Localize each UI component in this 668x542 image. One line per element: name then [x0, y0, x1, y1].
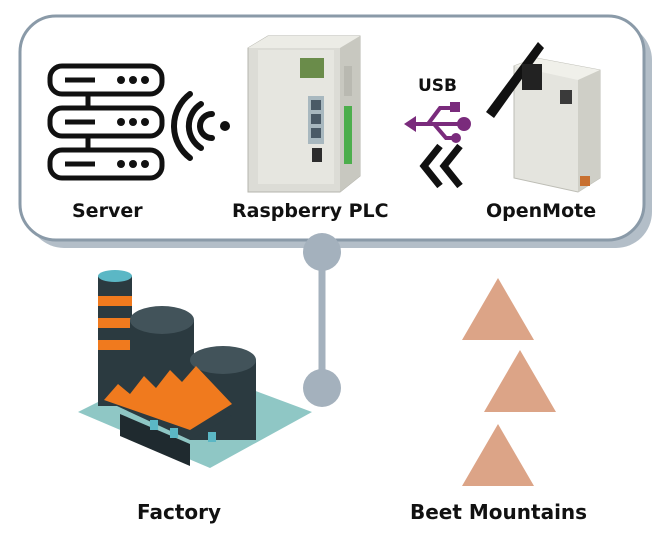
- server-rack-icon: [47, 63, 165, 181]
- server-label: Server: [72, 200, 143, 222]
- raspberry-plc-label: Raspberry PLC: [232, 200, 389, 222]
- factory-illustration: [78, 270, 312, 468]
- raspberry-plc-device: [247, 35, 361, 193]
- beet-mountain-2: [484, 350, 556, 412]
- openmote-device: [513, 57, 601, 193]
- double-chevron-left-icon: [419, 143, 463, 189]
- usb-icon: [404, 102, 471, 143]
- connector-node-top: [303, 233, 341, 271]
- wireless-dot: [220, 121, 230, 131]
- usb-label: USB: [418, 76, 458, 96]
- beet-mountains: [462, 278, 556, 486]
- connector-node-bottom: [303, 369, 341, 407]
- server-led-dots: [117, 76, 149, 168]
- factory-label: Factory: [137, 500, 222, 524]
- wireless-signal-icon: [171, 91, 215, 161]
- beet-mountain-1: [462, 278, 534, 340]
- antenna-icon: [486, 42, 544, 118]
- openmote-label: OpenMote: [486, 200, 597, 222]
- beet-mountains-label: Beet Mountains: [410, 500, 588, 524]
- beet-mountain-3: [462, 424, 534, 486]
